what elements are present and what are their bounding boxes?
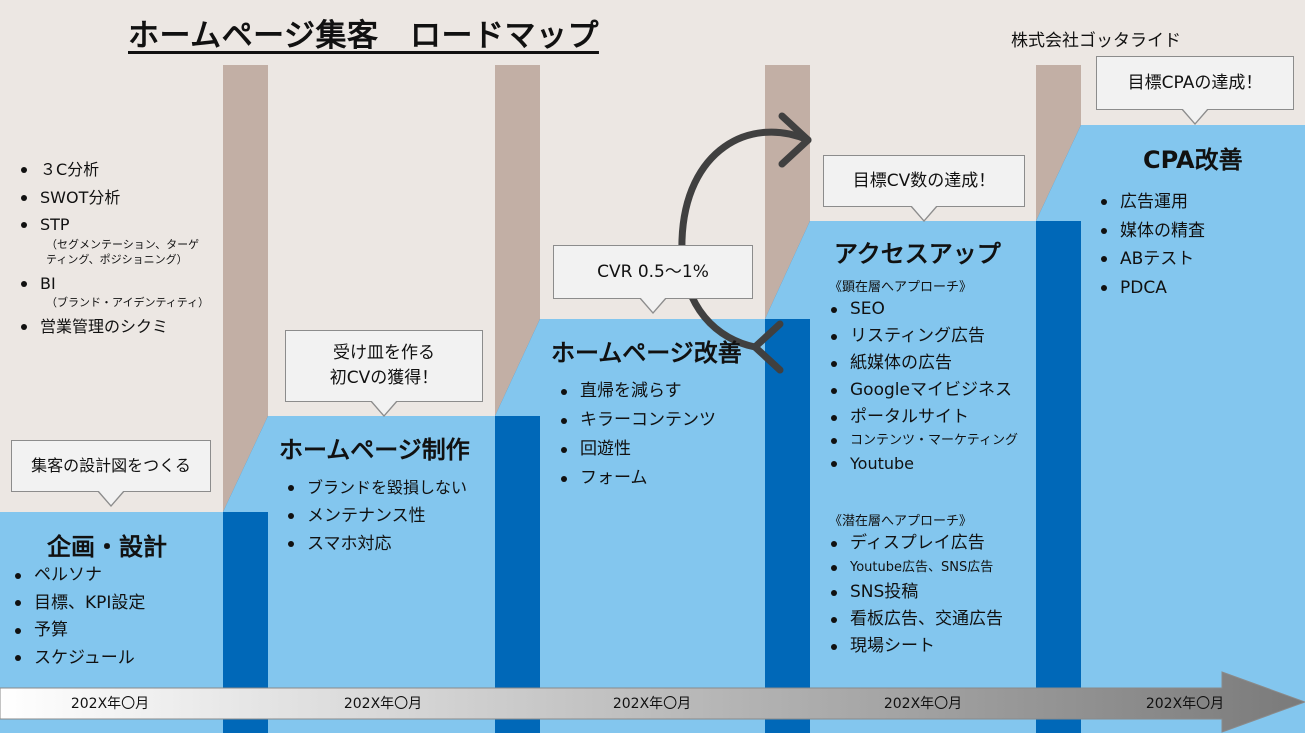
step-risers [223,125,1081,733]
circular-arrow-icon [678,112,812,374]
list-item: BI [18,271,56,297]
timeline-date-1: 202X年〇月 [70,696,150,712]
step-riser-4-top [1036,125,1081,221]
pre-analysis-list: ３C分析 SWOT分析 STP [18,156,120,238]
step-riser-2-top [495,319,540,416]
stage-1-list: ペルソナ 目標、KPI設定 予算 スケジュール [12,562,145,672]
stage-4-list-manifest: SEO リスティング広告 紙媒体の広告 Googleマイビジネス ポータルサイト… [828,296,1018,477]
list-item: PDCA [1098,274,1205,303]
list-item: ポータルサイト [828,404,1018,431]
list-item: Youtube [828,451,1018,477]
list-item: 予算 [12,617,145,645]
list-item: リスティング広告 [828,323,1018,350]
list-item: 直帰を減らす [558,377,716,406]
page-title: ホームページ集客 ロードマップ [128,18,599,54]
step-riser-1-top [223,416,268,512]
pre-analysis-list-mgmt: 営業管理のシクミ [18,313,168,341]
list-item: Googleマイビジネス [828,377,1018,404]
stage-2-list: ブランドを毀損しない メンテナンス性 スマホ対応 [285,474,467,558]
timeline-date-5: 202X年〇月 [1145,696,1225,712]
step-block-3 [540,319,765,733]
list-item: ペルソナ [12,562,145,590]
step-block-5 [1081,125,1305,733]
bi-note: （ブランド・アイデンティティ） [46,296,210,309]
stage-2-heading: ホームページ制作 [279,436,470,464]
stage-5-heading: CPA改善 [1143,146,1243,174]
stage-1-heading: 企画・設計 [47,533,167,561]
step-riser-4 [1036,125,1081,733]
right-arrow-icon [0,671,1305,733]
callout-stage-4: 目標CV数の達成！ [823,155,1025,222]
list-item: SEO [828,296,1018,323]
stage-4-list-latent: ディスプレイ広告 Youtube広告、SNS広告 SNS投稿 看板広告、交通広告… [828,530,1003,660]
list-item: 回遊性 [558,435,716,464]
stp-note: （セグメンテーション、ターゲ ティング、ポジショニング） [46,238,200,266]
list-item: 広告運用 [1098,188,1205,217]
list-item: Youtube広告、SNS広告 [828,557,1003,579]
stage-4-heading: アクセスアップ [834,240,1001,268]
list-item: SWOT分析 [18,184,120,212]
step-riser-3 [765,221,810,733]
step-block-4 [810,221,1036,733]
timeline-date-4: 202X年〇月 [883,696,963,712]
callout-stage-1: 集客の設計図をつくる [11,440,211,507]
list-item: フォーム [558,464,716,493]
callout-stage-5: 目標CPAの達成！ [1096,56,1294,125]
step-riser-2 [495,319,540,733]
list-item: 看板広告、交通広告 [828,606,1003,633]
step-riser-3-top [765,221,810,319]
stage-3-heading: ホームページ改善 [551,339,742,367]
list-item: STP [18,212,120,238]
list-item: ３C分析 [18,156,120,184]
list-item: 紙媒体の広告 [828,350,1018,377]
step-block-2 [268,416,495,733]
stage-5-list: 広告運用 媒体の精査 ABテスト PDCA [1098,188,1205,302]
list-item: SNS投稿 [828,579,1003,606]
stage-3-list: 直帰を減らす キラーコンテンツ 回遊性 フォーム [558,377,716,493]
list-item: キラーコンテンツ [558,406,716,435]
company-name: 株式会社ゴッタライド [1011,31,1181,51]
list-item: 営業管理のシクミ [18,313,168,341]
list-item: メンテナンス性 [285,502,467,530]
list-item: ブランドを毀損しない [285,474,467,502]
callout-stage-2: 受け皿を作る 初CVの獲得！ [285,330,483,417]
list-item: 現場シート [828,633,1003,660]
timeline-date-2: 202X年〇月 [343,696,423,712]
group-label-manifest: 《顕在層へアプローチ》 [829,280,973,295]
list-item: ABテスト [1098,245,1205,274]
pre-analysis-list-bi: BI [18,271,56,297]
list-item: スマホ対応 [285,530,467,558]
list-item: 目標、KPI設定 [12,590,145,618]
callout-stage-3: CVR 0.5～1% [553,245,753,314]
list-item: スケジュール [12,645,145,673]
timeline-date-3: 202X年〇月 [612,696,692,712]
list-item: コンテンツ・マーケティング [828,431,1018,451]
group-label-latent: 《潜在層へアプローチ》 [829,514,973,529]
list-item: ディスプレイ広告 [828,530,1003,557]
list-item: 媒体の精査 [1098,217,1205,246]
